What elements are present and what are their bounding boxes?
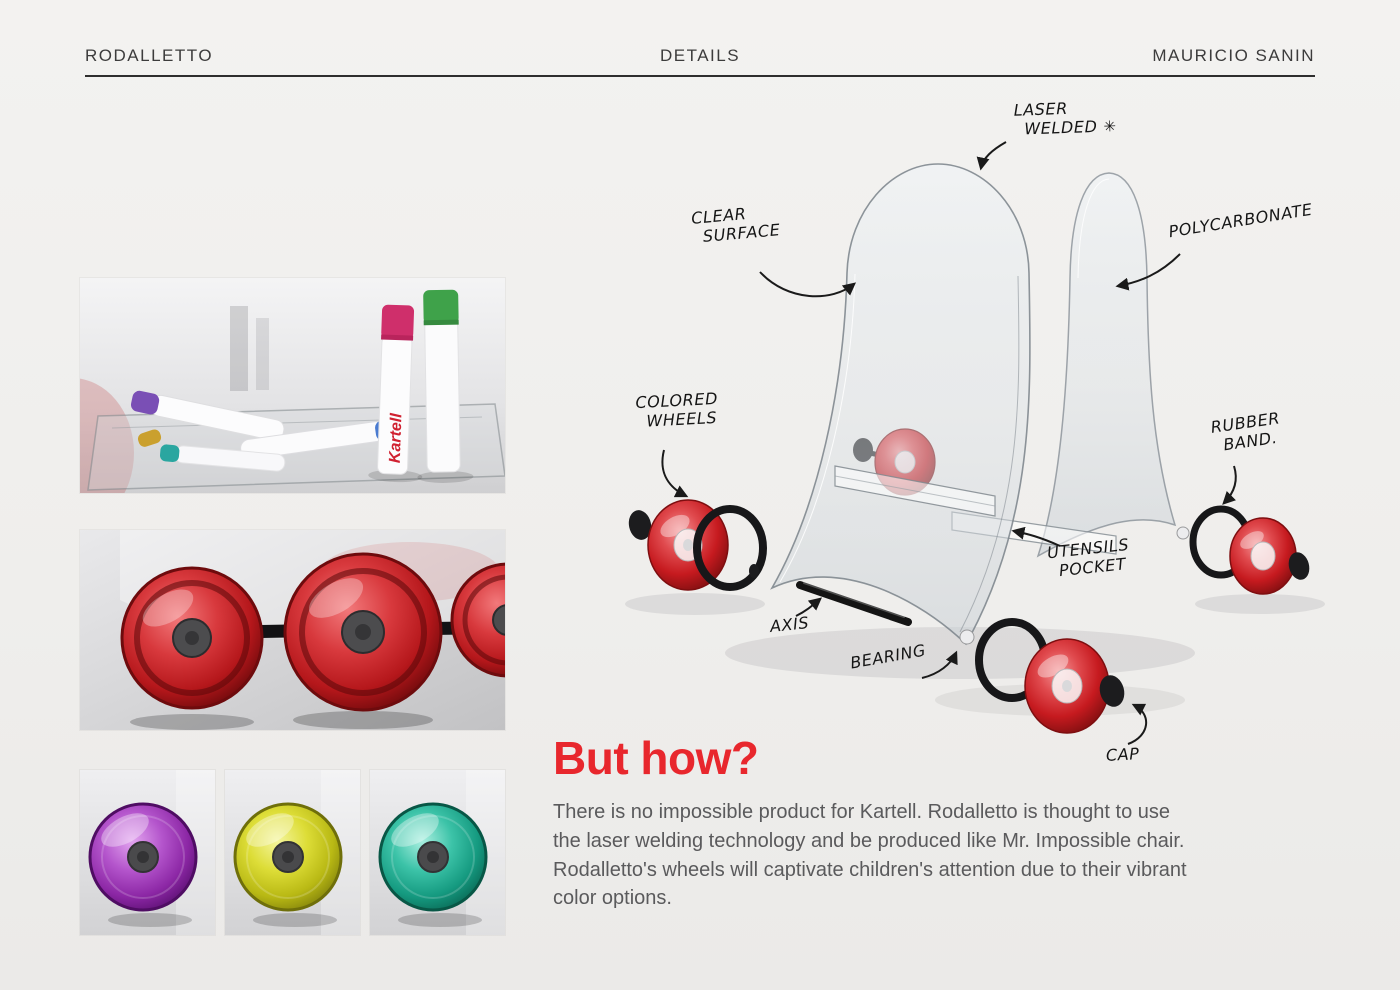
rubber-band-left <box>693 505 767 591</box>
exploded-group-left <box>628 499 767 591</box>
annotation-line: WELDED✳ <box>1023 116 1117 139</box>
annotation-colored-wheels: COLORED WHEELS <box>635 389 719 432</box>
annotation-clear-surface: CLEAR SURFACE <box>690 202 782 247</box>
colored-wheel-right <box>1229 517 1297 595</box>
marker-brand-text: Kartell <box>387 412 406 463</box>
red-wheel-left <box>120 566 264 710</box>
section-heading: But how? <box>553 732 759 784</box>
exploded-view-render <box>625 141 1325 745</box>
exploded-group-bottom <box>959 618 1125 734</box>
marker-lying-teal <box>159 444 286 472</box>
marker-cap-pink <box>381 304 415 340</box>
bearing-ball-right <box>1176 526 1190 540</box>
marker-standing-kartell: Kartell <box>368 304 423 483</box>
annotation-line: WHEELS <box>645 407 718 431</box>
bearing-ball <box>959 629 975 645</box>
red-wheels-render <box>80 530 505 730</box>
wheel-cap-bottom <box>1099 675 1125 707</box>
yellow-wheel-render <box>225 770 360 935</box>
panel-rear <box>1036 172 1177 558</box>
purple-wheel-render <box>80 770 215 935</box>
body-paragraph: There is no impossible product for Karte… <box>553 801 1187 910</box>
annotation-laser-welded: LASER WELDED✳ <box>1013 98 1117 139</box>
photo-markers-tray: Kartell <box>80 278 505 493</box>
axle-rod <box>796 581 912 626</box>
section-title: DETAILS <box>659 46 741 65</box>
wheel-cap-left <box>628 510 652 540</box>
board-header: RODALLETTO DETAILS MAURICIO SANIN <box>85 46 1315 77</box>
exploded-view-diagram: LASER WELDED✳ CLEAR SURFACE POLYCARBONAT… <box>540 88 1400 788</box>
exploded-group-right <box>1176 505 1310 595</box>
teal-wheel-render <box>370 770 505 935</box>
weld-spark-icon: ✳ <box>1103 117 1117 136</box>
project-title: RODALLETTO <box>85 46 214 65</box>
markers-tray-render: Kartell <box>80 278 505 493</box>
red-wheel-center <box>283 552 443 712</box>
wheel-cap-right <box>1288 552 1310 580</box>
marker-standing-green <box>417 289 474 483</box>
panel-front <box>770 163 1031 646</box>
marker-lying-purple <box>130 390 285 442</box>
photo-red-wheels-render <box>80 530 505 730</box>
author-name: MAURICIO SANIN <box>1152 46 1315 65</box>
photo-wheel-purple <box>80 770 215 935</box>
marker-cap-green <box>423 289 459 325</box>
photo-wheel-yellow <box>225 770 360 935</box>
colored-wheel-bottom <box>1024 638 1110 734</box>
body-copy: But how? There is no impossible product … <box>553 731 1213 913</box>
red-wheel-right <box>450 562 505 678</box>
annotation-arrows <box>661 141 1237 745</box>
photo-wheel-teal <box>370 770 505 935</box>
